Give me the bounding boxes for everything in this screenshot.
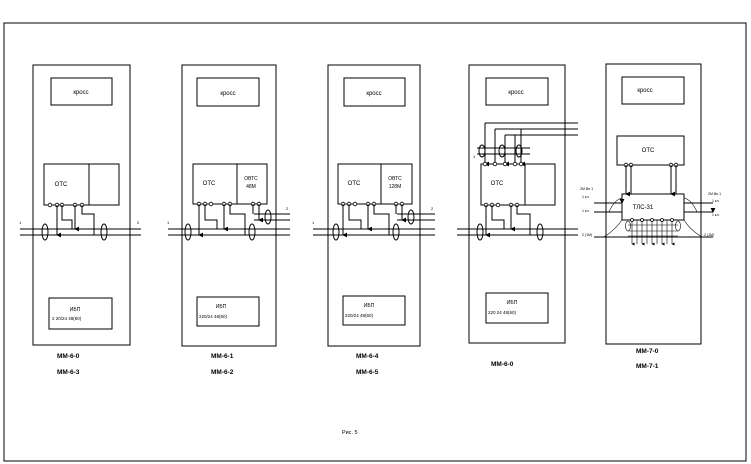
rack-1-kross-box [50,77,113,106]
rack-3-name-1: ММ-6-4 [356,353,379,360]
drawing-frame [3,22,747,462]
rack-2-ots-label: ОТС [203,181,216,187]
rack-4-port-left: 1 [473,154,476,159]
rack-3-kross-label: кросс [366,91,381,97]
rack-5-ots-label: ОТС [642,148,655,154]
rack-1-ups-sub: 2 20/24 48(60) [52,316,82,321]
rack-5-side-left-1: 2М Вн.1 [580,187,593,191]
rack-4: кросс ОТС 1 [457,64,578,368]
rack-5-name-2: ММ-7-1 [636,363,659,370]
rack-5-side-left-4: 2 (1М) [582,233,592,237]
rack-2: кросс ОТС ОВТС 48М 1 2 ИБП 220/24 48(60)… [167,64,290,376]
rack-2-ups-box [196,296,260,327]
rack-5-side-right-3: 1 кл. [712,213,720,217]
rack-2-cabinet [181,64,277,347]
rack-1-cabinet [32,64,131,346]
rack-3-port-right: 2 [431,206,434,211]
rack-4-cabinet [468,64,566,344]
rack-5-name-1: ММ-7-0 [636,348,659,355]
rack-3-ots-label: ОТС [348,181,361,187]
rack-1-port-right: 2 [137,220,140,225]
rack-1-name-2: ММ-6-3 [57,369,80,376]
rack-2-ups-sub: 220/24 48(60) [199,314,228,319]
rack-2-name-1: ММ-6-1 [211,353,234,360]
rack-3-ots2-label: ОВТС [388,176,402,182]
rack-4-ups-label: ИБП [507,300,518,306]
rack-5-mux-label: ТЛС-31 [633,205,654,211]
rack-2-kross-box [196,77,260,107]
rack-2-port-left: 1 [167,220,170,225]
rack-5-kross-label: кросс [637,88,652,94]
rack-1-kross-label: кросс [73,90,88,96]
rack-4-name-1: ММ-6-0 [491,361,514,368]
rack-5-side-right-2: 1 кл. [712,199,720,203]
rack-1-name-1: ММ-6-0 [57,353,80,360]
rack-2-port-right: 2 [286,206,289,211]
rack-4-kross-box [485,77,549,106]
rack-3-ups-label: ИБП [364,303,375,309]
rack-3: кросс ОТС ОВТС 128М 1 2 ИБП 220/24 48(60… [312,64,435,376]
rack-3-ups-box [342,295,406,326]
rack-2-name-2: ММ-6-2 [211,369,234,376]
rack-3-ots2-sub: 128М [389,184,402,190]
rack-1-ups-box [48,297,113,330]
rack-5-ots-box [616,135,685,166]
rack-5-side-right-4: 2 (1М) [704,233,714,237]
rack-1-ups-label: ИБП [70,307,81,313]
rack-5-side-right-1: 2М Вн.1 [708,192,721,196]
rack-2-kross-label: кросс [220,91,235,97]
rack-1: кросс ОТС 1 2 ИБП 2 20/24 48(60) ММ-6-0 … [19,64,141,376]
rack-4-ups-box [485,292,549,324]
rack-1-port-left: 1 [19,220,22,225]
rack-5-mux-outputs [622,218,684,246]
rack-4-kross-label: кросс [508,90,523,96]
rack-4-ots-label: ОТС [491,181,504,187]
rack-2-ups-label: ИБП [216,304,227,310]
rack-2-ots2-label: ОВТС [244,176,258,182]
rack-3-kross-box [343,77,406,107]
rack-5-side-left-2: 1 кл. [582,195,590,199]
rack-3-cabinet [327,64,421,347]
rack-3-port-left: 1 [312,220,315,225]
rack-5-cabinet [605,63,702,345]
rack-2-ots2-sub: 48М [246,184,256,190]
rack-1-ots-label: ОТС [55,182,68,188]
rack-5-side-left-3: 1 кл. [582,209,590,213]
rack-5-kross-box [621,76,685,105]
rack-3-name-2: ММ-6-5 [356,369,379,376]
figure-caption: Рис. 5 [342,430,358,436]
rack-3-ups-sub: 220/24 48(60) [345,313,374,318]
rack-5: кросс ОТС ТЛС-31 [580,63,721,370]
rack-4-ups-sub: 220 24 48(60) [488,310,517,315]
